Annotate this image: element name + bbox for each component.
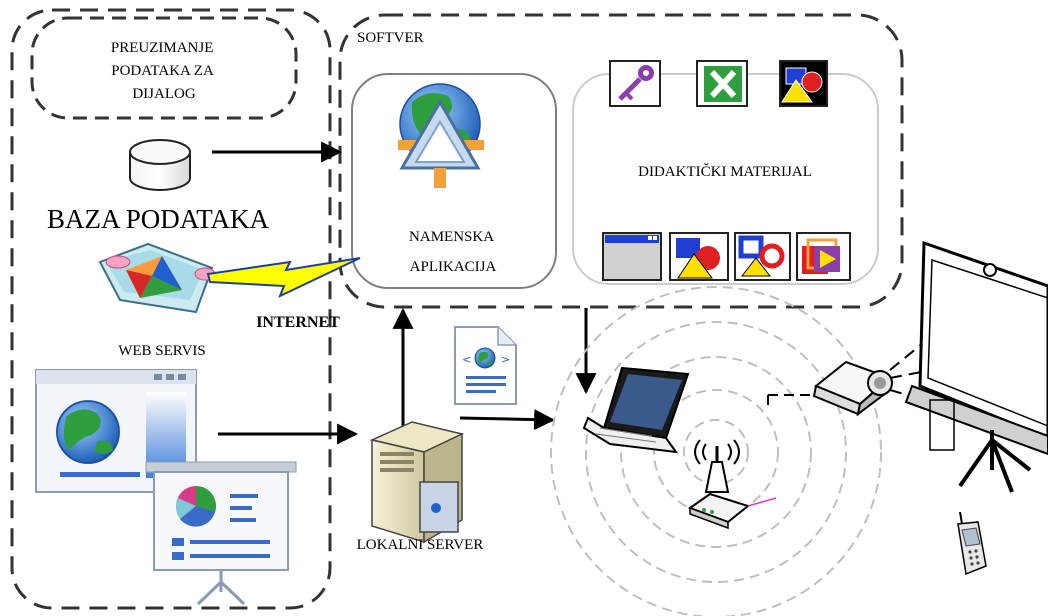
didakticki-materijal-label: DIDAKTIČKI MATERIJAL: [638, 163, 812, 180]
software-group: SOFTVER NAMENSKA APLIKACIJA DIDAKTIČKI M…: [338, 13, 904, 309]
projection-screen-icon: [904, 240, 1048, 493]
server-icon: [369, 421, 465, 544]
xml-document-icon: < >: [454, 326, 517, 405]
media-icon: [796, 232, 851, 281]
svg-text:<: <: [462, 353, 471, 366]
preuzimanje-line-3: DIJALOG: [132, 86, 195, 102]
data-collection-boundary: [10, 8, 332, 610]
softver-label: SOFTVER: [357, 30, 424, 46]
preuzimanje-box: [30, 16, 298, 120]
namenska-aplikacija-label: NAMENSKA APLIKACIJA: [409, 229, 497, 275]
wireless-ring-4: [585, 321, 847, 583]
namenska-line: NAMENSKA: [409, 229, 494, 245]
shapes-icon-3: [734, 232, 791, 281]
preuzimanje-line-1: PREUZIMANJE: [111, 40, 214, 56]
database-icon: [129, 139, 191, 191]
shapes-icon: [779, 60, 828, 107]
aplikacija-line: APLIKACIJA: [410, 259, 497, 275]
flow-arrows: [212, 141, 597, 445]
web-servis-label: WEB SERVIS: [118, 343, 206, 359]
preuzimanje-label: PREUZIMANJE PODATAKA ZA DIJALOG: [111, 40, 217, 102]
preuzimanje-line-2: PODATAKA ZA: [111, 63, 214, 79]
mobile-phone-icon: [957, 511, 987, 576]
baza-podataka-label: BAZA PODATAKA: [47, 204, 270, 234]
window-icon: [602, 232, 662, 281]
excel-icon: [696, 60, 748, 107]
wireless-ring-3: [620, 356, 812, 548]
internet-label: INTERNET: [256, 314, 340, 331]
lightning-icon: [206, 257, 361, 298]
laptop-icon: [582, 366, 690, 454]
globe-icon: [398, 83, 484, 188]
presentation-icon: [145, 461, 297, 606]
data-collection-group: PREUZIMANJE PODATAKA ZA DIJALOG BAZA POD…: [10, 8, 332, 610]
key-icon: [609, 60, 661, 107]
router-icon: [687, 439, 777, 530]
web-service-icon: [98, 242, 216, 314]
wireless-ring-5: [550, 286, 882, 616]
shapes-icon-2: [669, 232, 729, 281]
svg-text:>: >: [501, 353, 510, 366]
lokalni-server-label: LOKALNI SERVER: [357, 537, 484, 553]
arrow-server-to-laptop: [459, 409, 556, 431]
